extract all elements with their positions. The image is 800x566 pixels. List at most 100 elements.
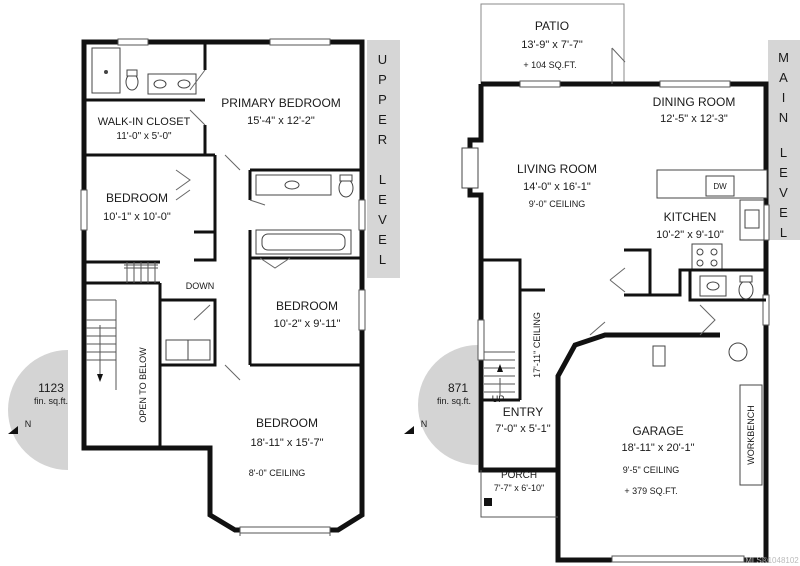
main-wall <box>650 268 766 297</box>
svg-text:E: E <box>779 205 789 220</box>
upper-window <box>358 289 366 331</box>
porch-outline <box>480 470 558 518</box>
room-name: LIVING ROOM <box>517 162 597 176</box>
svg-text:N: N <box>779 110 789 125</box>
toilet-icon <box>738 280 754 300</box>
main-door <box>589 321 606 336</box>
main-wall <box>624 248 652 297</box>
water-heater-icon <box>728 342 748 362</box>
svg-text:E: E <box>378 112 388 127</box>
main-level-banner <box>768 40 800 240</box>
room-dimensions: 18'-11" x 20'-1" <box>622 442 695 454</box>
upper-area-disc <box>8 350 68 470</box>
main-area-value: 871 <box>448 381 468 395</box>
svg-text:E: E <box>378 192 388 207</box>
main-level-plan: M A I N L E V E L 871 fin. sq.ft. N PATI… <box>404 3 800 563</box>
room-dimensions: 10'-1" x 10'-0" <box>103 211 171 223</box>
upper-window <box>117 38 149 46</box>
svg-text:L: L <box>780 225 788 240</box>
upper-wall <box>194 155 217 262</box>
room-name: BEDROOM <box>256 416 318 430</box>
room-name: GARAGE <box>632 424 683 438</box>
upper-door <box>193 304 241 381</box>
svg-text:U: U <box>378 52 388 67</box>
room-dimensions: 7'-7" x 6'-10" <box>494 483 544 493</box>
room-dimensions: 12'-5" x 12'-3" <box>660 113 728 125</box>
upper-bay-window-glass <box>239 526 331 534</box>
upper-north-label: N <box>25 419 32 429</box>
room-dimensions: 18'-11" x 15'-7" <box>251 437 324 449</box>
ceiling-height: 8'-0" CEILING <box>249 468 305 478</box>
upper-wall <box>84 281 162 448</box>
main-stairs <box>484 351 515 395</box>
svg-text:DW: DW <box>713 182 727 191</box>
stair-arrow-icon <box>97 374 103 382</box>
svg-text:R: R <box>378 132 388 147</box>
upper-level-label: U P P E R L E V E L <box>378 52 388 267</box>
open-to-below-label: OPEN TO BELOW <box>138 347 148 423</box>
svg-text:E: E <box>378 232 388 247</box>
main-window <box>519 80 561 88</box>
main-wall <box>481 258 522 400</box>
svg-text:M: M <box>778 50 790 65</box>
upper-door <box>224 154 266 206</box>
room-name: PRIMARY BEDROOM <box>221 96 341 110</box>
porch-post-icon <box>484 498 492 506</box>
upper-door <box>175 169 191 201</box>
svg-text:L: L <box>379 252 387 267</box>
svg-text:P: P <box>378 72 388 87</box>
room-name: PORCH <box>501 470 537 481</box>
upper-stairs <box>86 262 158 390</box>
upper-north-arrow-icon <box>8 426 18 434</box>
upper-area-value: 1123 <box>38 381 64 395</box>
main-level-label: M A I N L E V E L <box>778 50 790 240</box>
toilet-icon <box>338 178 354 198</box>
room-dimensions: 14'-0" x 16'-1" <box>523 181 591 193</box>
upper-outer-wall <box>81 39 365 533</box>
main-window <box>762 294 770 326</box>
room-name: BEDROOM <box>276 299 338 313</box>
svg-text:I: I <box>782 90 787 105</box>
ceiling-height: 9'-0" CEILING <box>529 199 585 209</box>
main-door <box>699 304 716 336</box>
post-icon <box>652 345 666 367</box>
patio-door <box>611 47 626 84</box>
room-dimensions: 10'-2" x 9'-10" <box>656 229 724 241</box>
svg-text:A: A <box>779 70 789 85</box>
main-window <box>659 80 731 88</box>
room-dimensions: 7'-0" x 5'-1" <box>495 423 551 435</box>
main-window <box>477 319 485 361</box>
upper-level-banner <box>367 40 400 278</box>
room-name: BEDROOM <box>106 191 168 205</box>
room-name: DINING ROOM <box>653 95 736 109</box>
svg-text:P: P <box>378 92 388 107</box>
room-dimensions: 11'-0" x 5'-0" <box>116 131 172 142</box>
stair-ceiling-label: 17'-11" CEILING <box>532 312 542 378</box>
svg-text:V: V <box>378 212 388 227</box>
stove-icon <box>691 243 723 271</box>
upper-window <box>80 189 88 231</box>
room-name: WALK-IN CLOSET <box>98 116 191 128</box>
garage-door <box>611 555 745 563</box>
upper-window <box>269 38 331 46</box>
fireplace-icon <box>461 147 479 189</box>
dishwasher-icon <box>705 175 735 197</box>
upper-level-plan: U P P E R L E V E L 1123 fin. sq.ft. N <box>8 38 400 536</box>
svg-text:E: E <box>779 165 789 180</box>
upper-door <box>259 257 291 269</box>
stairs-down-label: DOWN <box>186 281 215 291</box>
main-wall <box>688 270 766 302</box>
main-north-label: N <box>421 419 428 429</box>
room-name: ENTRY <box>503 405 543 419</box>
stairs-up-label: UP <box>492 394 505 404</box>
workbench <box>739 384 763 486</box>
room-name: KITCHEN <box>664 210 717 224</box>
room-dimensions: 10'-2" x 9'-11" <box>274 318 341 330</box>
area-extra: + 104 SQ.FT. <box>523 60 576 70</box>
main-area-disc <box>418 345 478 465</box>
area-extra: + 379 SQ.FT. <box>624 486 677 496</box>
main-door <box>609 267 626 293</box>
stair-arrow-icon <box>497 364 503 372</box>
room-dimensions: 13'-9" x 7'-7" <box>521 39 583 51</box>
